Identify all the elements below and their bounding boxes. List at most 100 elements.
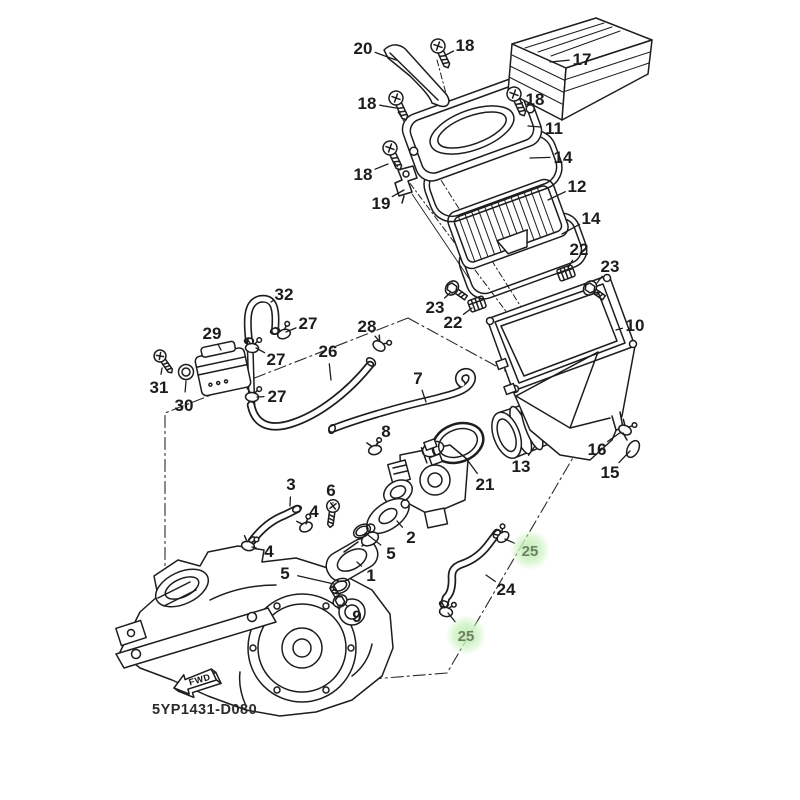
callout-number: 17 — [573, 50, 592, 69]
callout-number: 20 — [354, 39, 373, 58]
part-24-hose — [439, 529, 502, 608]
callout-number: 9 — [352, 607, 361, 626]
callout-number: 22 — [570, 240, 589, 259]
part-callout: 3 — [286, 475, 296, 506]
callout-leader-line — [271, 301, 273, 302]
part-callout: 5 — [368, 535, 396, 563]
part-29-valve-box — [193, 339, 252, 396]
part-callout: 29 — [203, 324, 222, 350]
callout-leader-line — [486, 575, 495, 582]
callout-leader-line — [529, 446, 536, 455]
callout-leader-line — [422, 390, 426, 402]
callout-number: 3 — [286, 475, 295, 494]
callout-leader-line — [218, 345, 221, 351]
callout-leader-line — [329, 364, 331, 380]
callout-number: 24 — [497, 580, 516, 599]
callout-leader-line — [286, 328, 296, 332]
part-callout: 14 — [562, 209, 601, 234]
part-callout: 13 — [512, 446, 535, 476]
callout-leader-line — [548, 192, 565, 200]
callout-leader-line — [344, 603, 348, 607]
part-callout: 19 — [372, 190, 404, 213]
callout-number: 4 — [309, 502, 319, 521]
callout-leader-line — [550, 60, 569, 62]
part-28-clamp — [370, 332, 394, 356]
callout-number: 12 — [568, 177, 587, 196]
callout-number: 5 — [280, 564, 289, 583]
part-callout: 1 — [357, 562, 376, 585]
part-19-hook-bracket — [395, 166, 417, 203]
part-callout: 16 — [588, 432, 621, 459]
part-callout: 15 — [601, 451, 630, 482]
part-callout: 21 — [466, 458, 494, 494]
part-12-filter-element — [445, 177, 571, 272]
callout-leader-line — [256, 348, 265, 353]
fwd-direction-arrow: FWD — [171, 666, 222, 702]
part-18-screw — [379, 137, 408, 174]
part-11-cleaner-cover — [398, 75, 546, 186]
part-callout: 30 — [175, 381, 194, 415]
part-21-clamp-ring — [418, 416, 489, 473]
part-callout: 18 — [358, 94, 396, 113]
callout-number: 5 — [386, 544, 395, 563]
part-callout: 32 — [271, 285, 293, 304]
callout-leader-line — [444, 51, 454, 56]
part-callout: 14 — [530, 148, 573, 167]
callout-number: 18 — [526, 90, 545, 109]
part-callout: 8 — [376, 422, 391, 446]
callout-number: 27 — [268, 387, 287, 406]
callout-number: 19 — [372, 194, 391, 213]
callout-leader-line — [608, 432, 621, 442]
callout-number: 10 — [626, 316, 645, 335]
callout-leader-line — [375, 164, 388, 169]
part-6-bolt — [323, 498, 341, 529]
part-callout: 24 — [486, 575, 516, 599]
part-callout: 7 — [413, 369, 426, 402]
callout-number: 4 — [264, 542, 274, 561]
callout-number: 23 — [426, 298, 445, 317]
callout-leader-line — [568, 260, 573, 268]
callout-number: 18 — [354, 165, 373, 184]
part-callout-highlighted: 25 — [505, 530, 550, 570]
part-callout: 20 — [354, 39, 396, 60]
part-callout: 31 — [150, 368, 168, 397]
callout-leader-line — [530, 157, 550, 158]
part-31-screw — [151, 347, 178, 377]
part-30-grommet — [179, 365, 194, 380]
part-callout: 5 — [280, 564, 334, 584]
callout-leader-line — [185, 381, 186, 392]
part-callout: 22 — [444, 308, 472, 332]
part-callout: 6 — [326, 481, 336, 503]
callout-leader-line — [306, 522, 307, 524]
part-20-cover-strip — [384, 45, 449, 106]
callout-leader-line — [518, 103, 523, 104]
callout-number: 27 — [299, 314, 318, 333]
callout-leader-line — [375, 336, 379, 341]
callout-leader-line — [619, 451, 630, 463]
callout-number: 11 — [545, 119, 563, 138]
diagram-code: 5YP1431-D080 — [152, 702, 257, 718]
callout-leader-line — [161, 368, 162, 374]
callout-leader-line — [528, 126, 541, 127]
part-callout: 26 — [319, 342, 337, 380]
callout-number: 21 — [476, 475, 495, 494]
callout-leader-line — [562, 224, 580, 234]
callout-number: 30 — [175, 396, 194, 415]
part-callout: 11 — [528, 119, 563, 138]
callout-leader-line — [380, 105, 396, 108]
callout-number: 14 — [582, 209, 601, 228]
engine-crankcase — [116, 546, 393, 716]
callout-leader-line — [368, 535, 381, 545]
callout-number: 32 — [275, 285, 294, 304]
callout-number: 25 — [522, 543, 539, 560]
part-callout-highlighted: 25 — [446, 613, 486, 655]
part-callout: 4 — [306, 502, 319, 524]
callout-number: 16 — [588, 440, 607, 459]
callout-number: 1 — [366, 566, 375, 585]
part-7-breather-hose — [328, 372, 472, 434]
part-5-oring — [351, 521, 373, 540]
callout-leader-line — [616, 328, 622, 330]
part-32-hose — [245, 299, 281, 344]
